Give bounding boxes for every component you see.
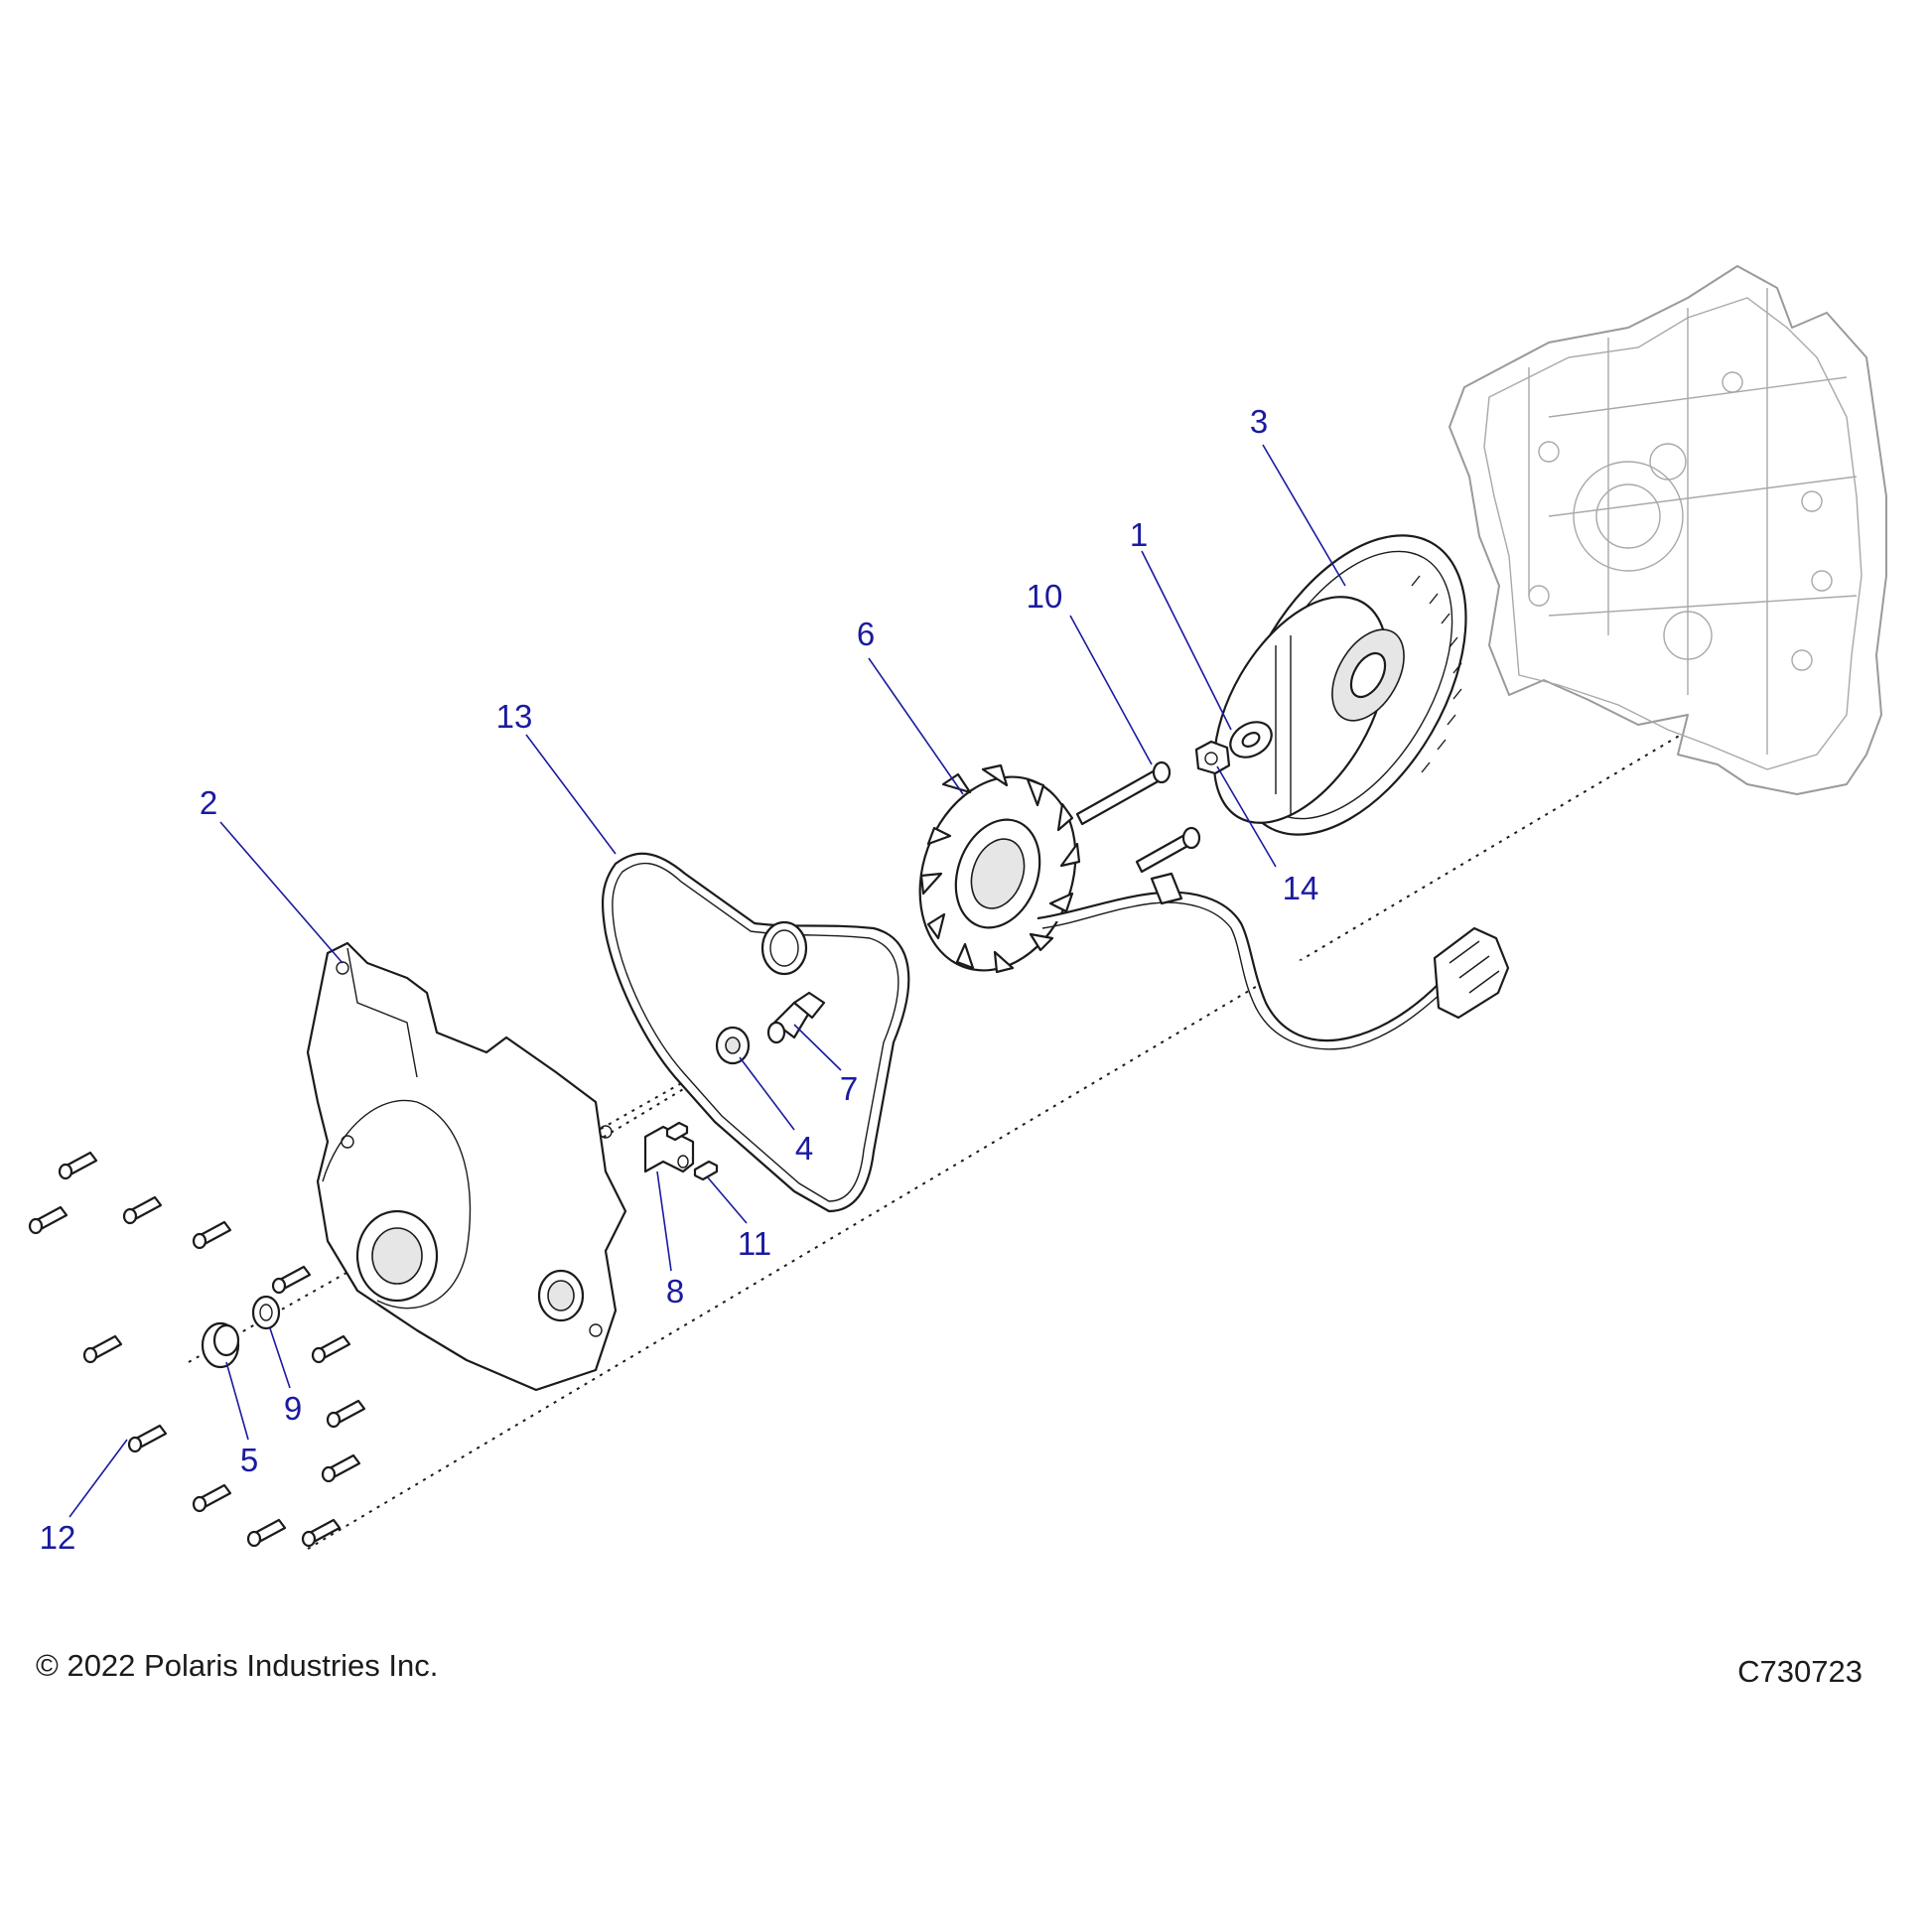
inspection-plug — [201, 1321, 240, 1369]
stator — [918, 763, 1081, 974]
callout-14: 14 — [1283, 870, 1319, 906]
callout-1: 1 — [1130, 516, 1148, 553]
cover-gasket — [601, 852, 910, 1213]
callout-2: 2 — [200, 784, 217, 821]
callout-9: 9 — [284, 1390, 302, 1427]
callout-3: 3 — [1250, 403, 1268, 440]
callout-6: 6 — [857, 616, 875, 652]
speed-sensor — [766, 991, 826, 1044]
callout-8: 8 — [666, 1273, 684, 1310]
stator-cover — [306, 941, 627, 1392]
washer — [1229, 721, 1273, 759]
callout-11: 11 — [738, 1225, 771, 1262]
callout-12: 12 — [40, 1519, 76, 1556]
flange-nut — [1194, 740, 1231, 775]
callout-5: 5 — [240, 1442, 258, 1478]
callout-4: 4 — [795, 1130, 813, 1167]
callout-13: 13 — [496, 698, 533, 735]
clamp-screws — [665, 1121, 719, 1181]
stator-bolts — [1075, 760, 1201, 874]
plug-o-ring — [251, 1295, 281, 1330]
copyright-notice: © 2022 Polaris Industries Inc. — [36, 1648, 439, 1683]
stator-wire-harness — [1036, 872, 1510, 1050]
callout-10: 10 — [1027, 578, 1063, 615]
drawing-number: C730723 — [1737, 1654, 1863, 1689]
flywheel — [1212, 534, 1467, 836]
callout-labels: 1 2 3 4 5 6 7 8 9 10 11 12 13 14 — [40, 403, 1319, 1556]
dowel-pin — [715, 1026, 751, 1065]
leader-lines — [69, 444, 1346, 1518]
cover-bolts — [28, 1151, 366, 1548]
callout-7: 7 — [840, 1070, 858, 1107]
crankcase-half — [1449, 265, 1887, 795]
